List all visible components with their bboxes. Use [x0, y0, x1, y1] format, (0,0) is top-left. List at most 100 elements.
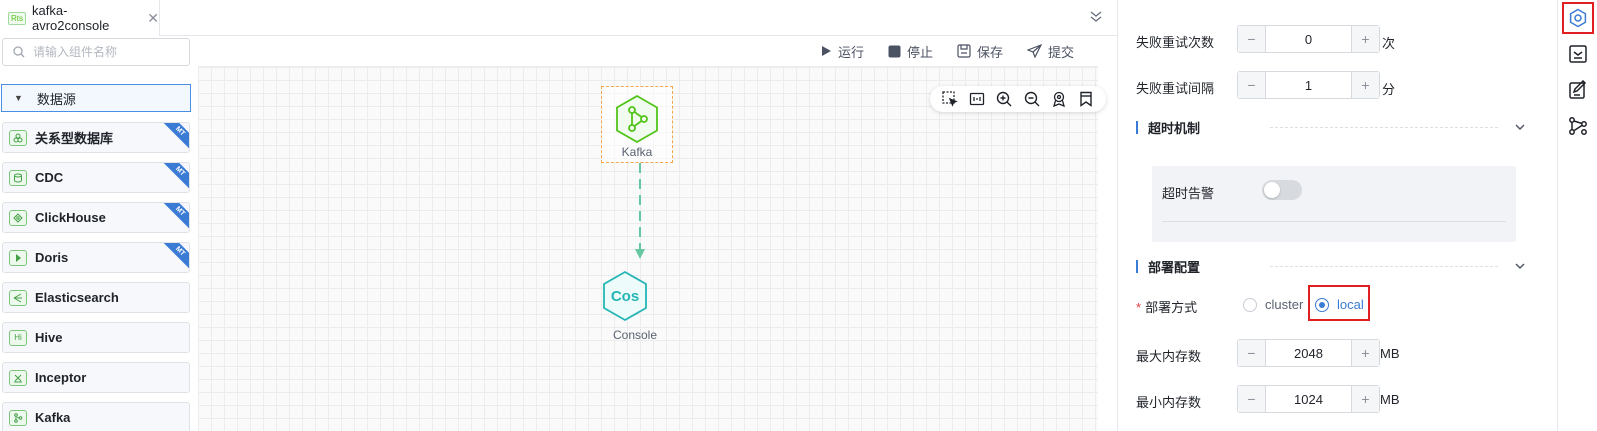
search-icon	[13, 46, 25, 58]
inceptor-icon	[9, 369, 27, 386]
min-memory-input[interactable]	[1266, 386, 1351, 412]
radio-label: local	[1337, 297, 1364, 312]
mt-badge: MT	[160, 243, 189, 271]
clickhouse-icon	[9, 209, 27, 226]
edge-kafka-console[interactable]	[634, 163, 646, 263]
radio-circle	[1243, 297, 1257, 312]
fit-view-icon[interactable]	[969, 91, 985, 107]
close-icon[interactable]: ✕	[147, 9, 159, 26]
node-label: Console	[612, 328, 658, 342]
edit-note-icon[interactable]	[1568, 80, 1588, 100]
zoom-out-icon[interactable]	[1024, 91, 1040, 107]
canvas-toolbar: 运行 停止 保存 提交	[820, 40, 1098, 62]
console-node-icon[interactable]: Cos	[601, 270, 649, 322]
minus-icon[interactable]: −	[1238, 26, 1266, 52]
component-label: Inceptor	[35, 370, 87, 385]
lineage-icon[interactable]	[1568, 116, 1588, 136]
minus-icon[interactable]: −	[1238, 72, 1266, 98]
component-item-elasticsearch[interactable]: Elasticsearch	[2, 282, 190, 313]
component-label: CDC	[35, 170, 64, 185]
retry-count-unit: 次	[1382, 36, 1396, 51]
radio-local[interactable]: local	[1315, 297, 1364, 312]
highlight-box	[1562, 2, 1594, 34]
component-item-inceptor[interactable]: Inceptor	[2, 362, 190, 393]
search-input[interactable]	[33, 45, 183, 59]
node-label: Kafka	[621, 145, 653, 159]
stop-icon	[888, 45, 901, 57]
timeout-settings: 超时告警	[1152, 166, 1516, 242]
radio-circle	[1315, 297, 1329, 312]
send-icon	[1027, 44, 1043, 58]
tab-bar: Rts kafka-avro2console ✕	[0, 0, 1117, 36]
run-label: 运行	[838, 44, 865, 60]
timeout-alert-switch[interactable]	[1262, 180, 1302, 200]
retry-count-stepper: − +	[1237, 25, 1380, 53]
component-label: Kafka	[35, 410, 71, 425]
section-divider	[1270, 265, 1498, 267]
run-button[interactable]: 运行	[820, 42, 864, 61]
component-label: Doris	[35, 250, 69, 265]
mt-badge: MT	[160, 163, 189, 191]
component-search[interactable]	[2, 38, 190, 66]
component-item-cdc[interactable]: CDC MT	[2, 162, 190, 193]
retry-count-input[interactable]	[1266, 26, 1351, 52]
plus-icon[interactable]: +	[1351, 340, 1379, 366]
plus-icon[interactable]: +	[1351, 386, 1379, 412]
component-item-hive[interactable]: Hi Hive	[2, 322, 190, 353]
retry-interval-input[interactable]	[1266, 72, 1351, 98]
save-label: 保存	[977, 44, 1004, 60]
section-title: 超时机制	[1148, 120, 1201, 136]
component-label: Elasticsearch	[35, 290, 119, 305]
settings-gear-icon[interactable]	[1568, 8, 1588, 28]
section-timeout[interactable]: 超时机制	[1136, 117, 1526, 137]
group-datasource[interactable]: ▼ 数据源	[1, 84, 191, 112]
console-node-text: Cos	[611, 288, 639, 305]
node-kafka[interactable]: Kafka	[601, 86, 673, 163]
radio-cluster[interactable]: cluster	[1243, 297, 1303, 312]
component-item-kafka[interactable]: Kafka	[2, 402, 190, 431]
max-memory-stepper: − +	[1237, 339, 1380, 367]
bookmark-icon[interactable]	[1078, 91, 1094, 107]
max-memory-label: 最大内存数	[1136, 349, 1202, 364]
stop-button[interactable]: 停止	[888, 42, 933, 61]
submit-button[interactable]: 提交	[1027, 42, 1074, 61]
locate-icon[interactable]	[1051, 91, 1067, 107]
retry-interval-label: 失败重试间隔	[1136, 81, 1215, 96]
minus-icon[interactable]: −	[1238, 340, 1266, 366]
plus-icon[interactable]: +	[1351, 72, 1379, 98]
deploy-mode-text: 部署方式	[1145, 300, 1198, 315]
section-accent	[1136, 120, 1138, 134]
panel-rail	[1557, 0, 1597, 431]
tab-kafka-avro2console[interactable]: Rts kafka-avro2console ✕	[0, 0, 160, 36]
box-select-icon[interactable]	[942, 91, 958, 107]
deploy-mode-label: *部署方式	[1136, 297, 1197, 316]
component-item-relational-db[interactable]: 关系型数据库 MT	[2, 122, 190, 153]
component-item-doris[interactable]: Doris MT	[2, 242, 190, 273]
zoom-in-icon[interactable]	[996, 91, 1012, 107]
component-label: Hive	[35, 330, 63, 345]
double-chevron-down-icon[interactable]	[1088, 9, 1104, 25]
chevron-down-icon[interactable]	[1514, 260, 1526, 272]
save-button[interactable]: 保存	[957, 42, 1003, 61]
component-list: 关系型数据库 MT CDC MT ClickHouse MT Doris MT	[2, 122, 190, 431]
plus-icon[interactable]: +	[1351, 26, 1379, 52]
component-label: ClickHouse	[35, 210, 106, 225]
max-memory-input[interactable]	[1266, 340, 1351, 366]
hive-icon: Hi	[9, 329, 27, 346]
database-icon	[9, 129, 27, 146]
chevron-down-icon[interactable]	[1514, 121, 1526, 133]
tab-type-badge: Rts	[8, 11, 26, 25]
kafka-icon	[9, 409, 27, 426]
component-item-clickhouse[interactable]: ClickHouse MT	[2, 202, 190, 233]
section-deploy[interactable]: 部署配置	[1136, 256, 1526, 276]
submit-label: 提交	[1048, 44, 1075, 60]
highlight-box	[1308, 285, 1370, 321]
min-memory-unit: MB	[1380, 392, 1400, 407]
download-icon[interactable]	[1568, 44, 1588, 64]
play-icon	[822, 46, 831, 56]
minus-icon[interactable]: −	[1238, 386, 1266, 412]
required-mark: *	[1136, 300, 1142, 315]
timeout-alert-label: 超时告警	[1162, 186, 1215, 201]
kafka-node-icon	[616, 94, 658, 144]
